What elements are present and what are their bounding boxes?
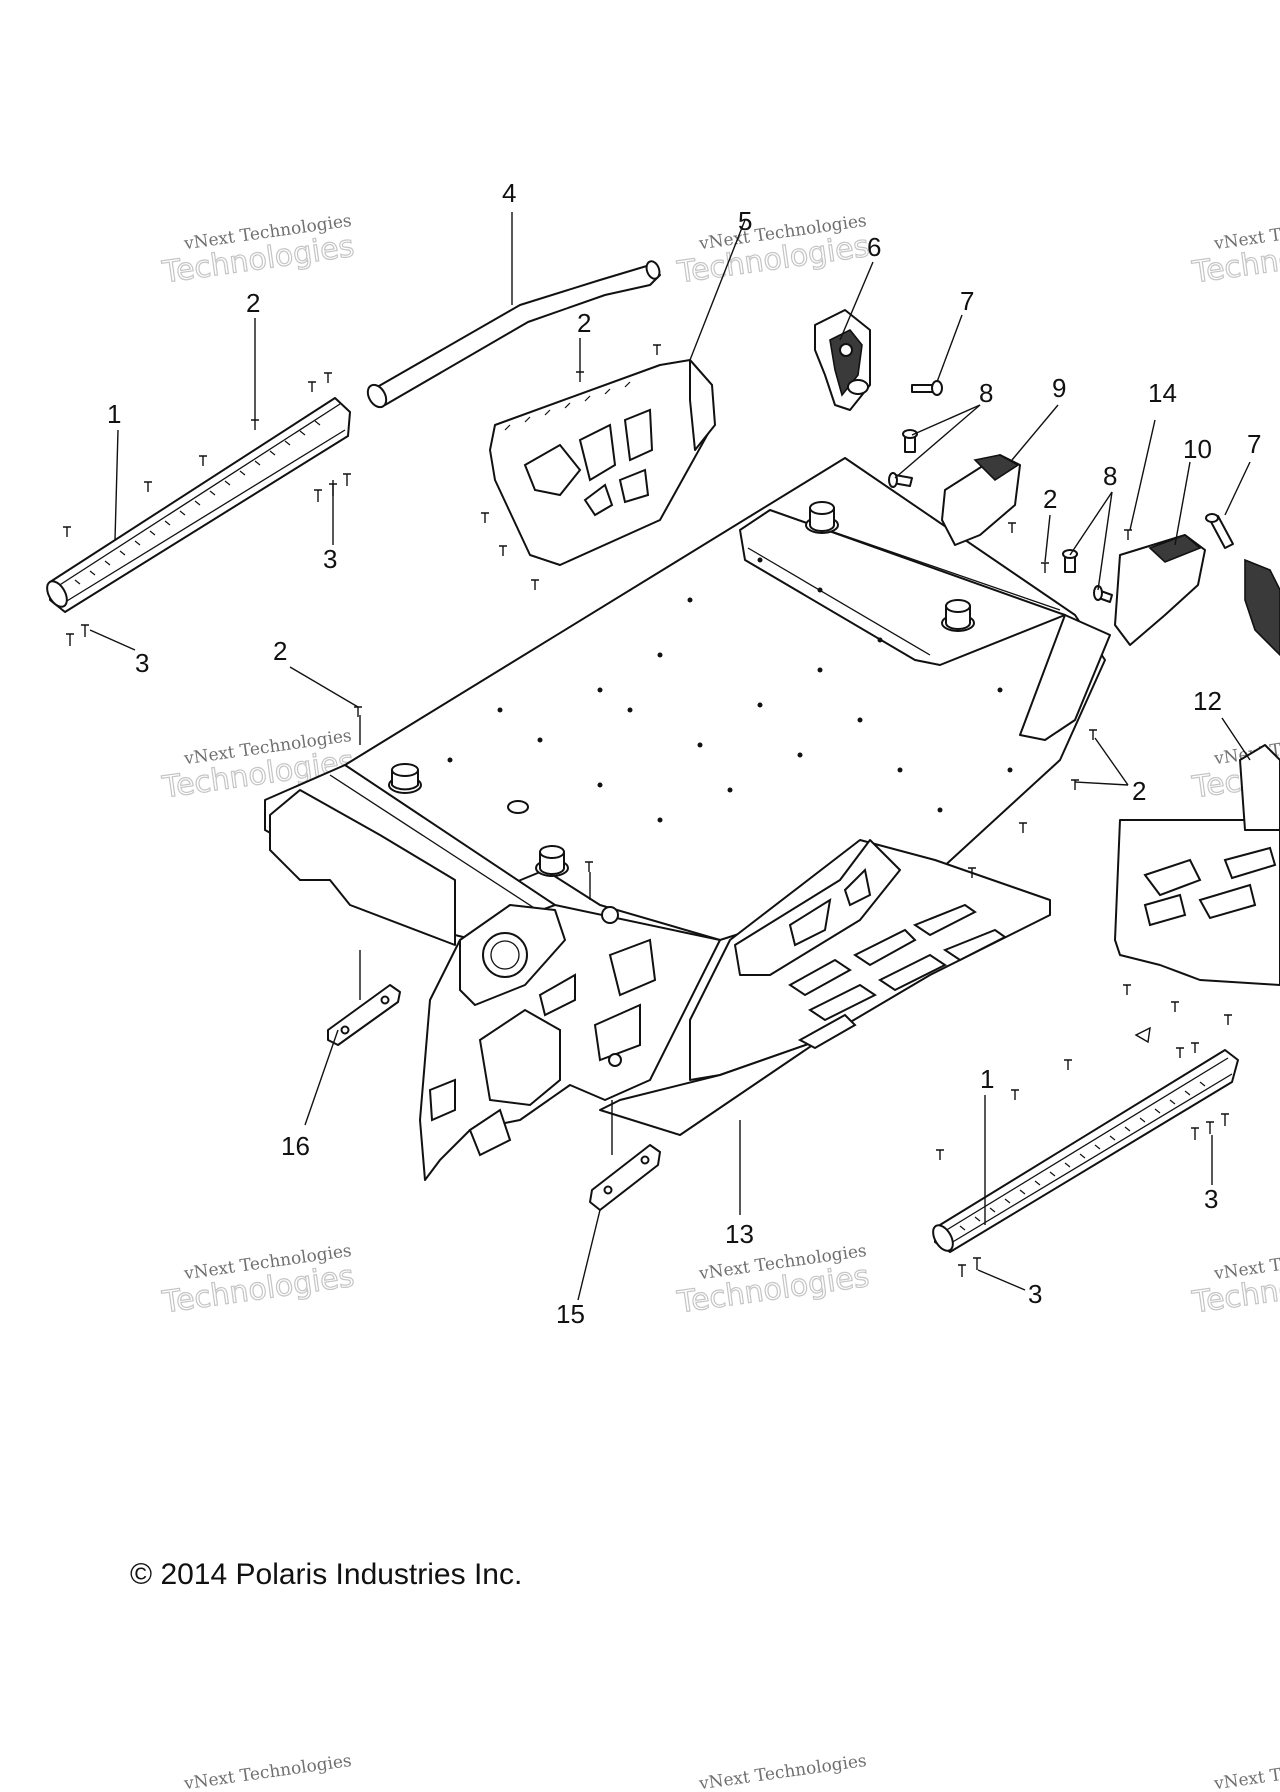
leader-lines	[89, 212, 1251, 1301]
callout-2: 2	[273, 636, 287, 666]
callout-1: 1	[980, 1064, 994, 1094]
callout-5: 5	[738, 206, 752, 236]
part-15-bracket	[589, 1144, 661, 1211]
deck-holes	[447, 557, 1013, 823]
part-5-footrest-panel	[489, 359, 716, 566]
watermark: Technologies vNext Technologies	[159, 1241, 357, 1321]
watermark: Technologies vNext Technologies	[674, 211, 872, 291]
callout-13: 13	[725, 1219, 754, 1249]
part-1-running-board-rail-left	[46, 397, 351, 613]
part-7-bolt	[911, 380, 943, 396]
callout-3: 3	[323, 544, 337, 574]
traction-slots	[788, 903, 1007, 1050]
tunnel-chassis	[264, 457, 1111, 1181]
watermark: vNext Technologies	[697, 1751, 868, 1792]
watermark: Technologies vNext Technologies	[1189, 211, 1280, 291]
callout-4: 4	[502, 178, 516, 208]
watermark: Technologies vNext Technologies	[674, 1241, 872, 1321]
callout-8: 8	[979, 378, 993, 408]
callout-3: 3	[135, 648, 149, 678]
callout-8: 8	[1103, 461, 1117, 491]
svg-text:vNext Technologies: vNext Technologies	[182, 1751, 353, 1792]
callout-10: 10	[1183, 434, 1212, 464]
callout-6: 6	[867, 232, 881, 262]
part-6-bracket	[814, 309, 871, 411]
svg-text:vNext Technologies: vNext Technologies	[697, 1751, 868, 1792]
callout-16: 16	[281, 1131, 310, 1161]
svg-text:vNext Technologies: vNext Technologies	[1212, 1751, 1280, 1792]
part-10-shield	[1114, 534, 1206, 646]
callout-12: 12	[1193, 686, 1222, 716]
part-9-shield	[941, 454, 1021, 546]
small-screws	[63, 344, 1232, 1277]
callout-7: 7	[1247, 429, 1261, 459]
copyright-notice: © 2014 Polaris Industries Inc.	[130, 1558, 523, 1591]
watermark: vNext Technologies	[182, 1751, 353, 1792]
callout-14: 14	[1148, 378, 1177, 408]
callout-3: 3	[1204, 1184, 1218, 1214]
callout-labels: 1 2 3 3 4 2 5 6 7 8 9 14 10 7 8 2 2 2 12…	[107, 178, 1261, 1329]
right-side-bracket	[1244, 558, 1280, 657]
rear-side-plate	[1019, 614, 1111, 741]
callout-3: 3	[1028, 1279, 1042, 1309]
callout-2: 2	[1132, 776, 1146, 806]
callout-9: 9	[1052, 373, 1066, 403]
bearing-cups	[388, 501, 975, 877]
callout-2: 2	[246, 288, 260, 318]
callout-2: 2	[1043, 484, 1057, 514]
part-7-bolt-right	[1205, 513, 1234, 549]
watermark: Technologies vNext Technologies	[159, 211, 357, 291]
callout-2: 2	[577, 308, 591, 338]
rear-running-board-lower	[599, 1039, 821, 1136]
part-16-bracket	[327, 984, 401, 1046]
right-side-panel	[1114, 558, 1280, 986]
callout-7: 7	[960, 286, 974, 316]
part-4-rear-bumper-tube	[366, 260, 661, 409]
front-bulkhead	[269, 789, 456, 946]
deck-oval-hole	[507, 800, 529, 814]
callout-15: 15	[556, 1299, 585, 1329]
watermark: vNext Technologies	[1212, 1751, 1280, 1792]
watermark: Technologies vNext Technologies	[1189, 1241, 1280, 1321]
callout-1: 1	[107, 399, 121, 429]
part-1-running-board-rail-right	[932, 1049, 1239, 1253]
